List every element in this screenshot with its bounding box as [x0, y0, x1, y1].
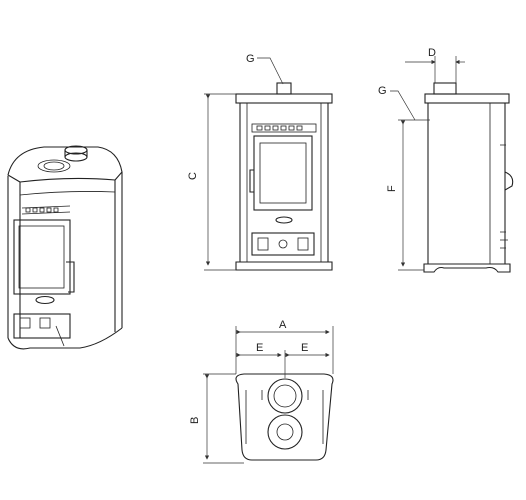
- label-b: B: [189, 417, 201, 424]
- label-d: D: [428, 47, 436, 59]
- side-view: [423, 82, 514, 273]
- dimension-lines: [203, 56, 465, 464]
- label-e-right: E: [301, 342, 308, 354]
- label-c: C: [187, 172, 199, 180]
- label-e-left: E: [256, 342, 263, 354]
- label-g-side: G: [378, 85, 387, 97]
- front-view: [235, 82, 333, 271]
- top-view: [235, 373, 334, 461]
- label-a: A: [279, 319, 287, 331]
- perspective-view: [7, 145, 123, 350]
- label-f: F: [386, 185, 398, 192]
- label-g-front: G: [246, 53, 255, 65]
